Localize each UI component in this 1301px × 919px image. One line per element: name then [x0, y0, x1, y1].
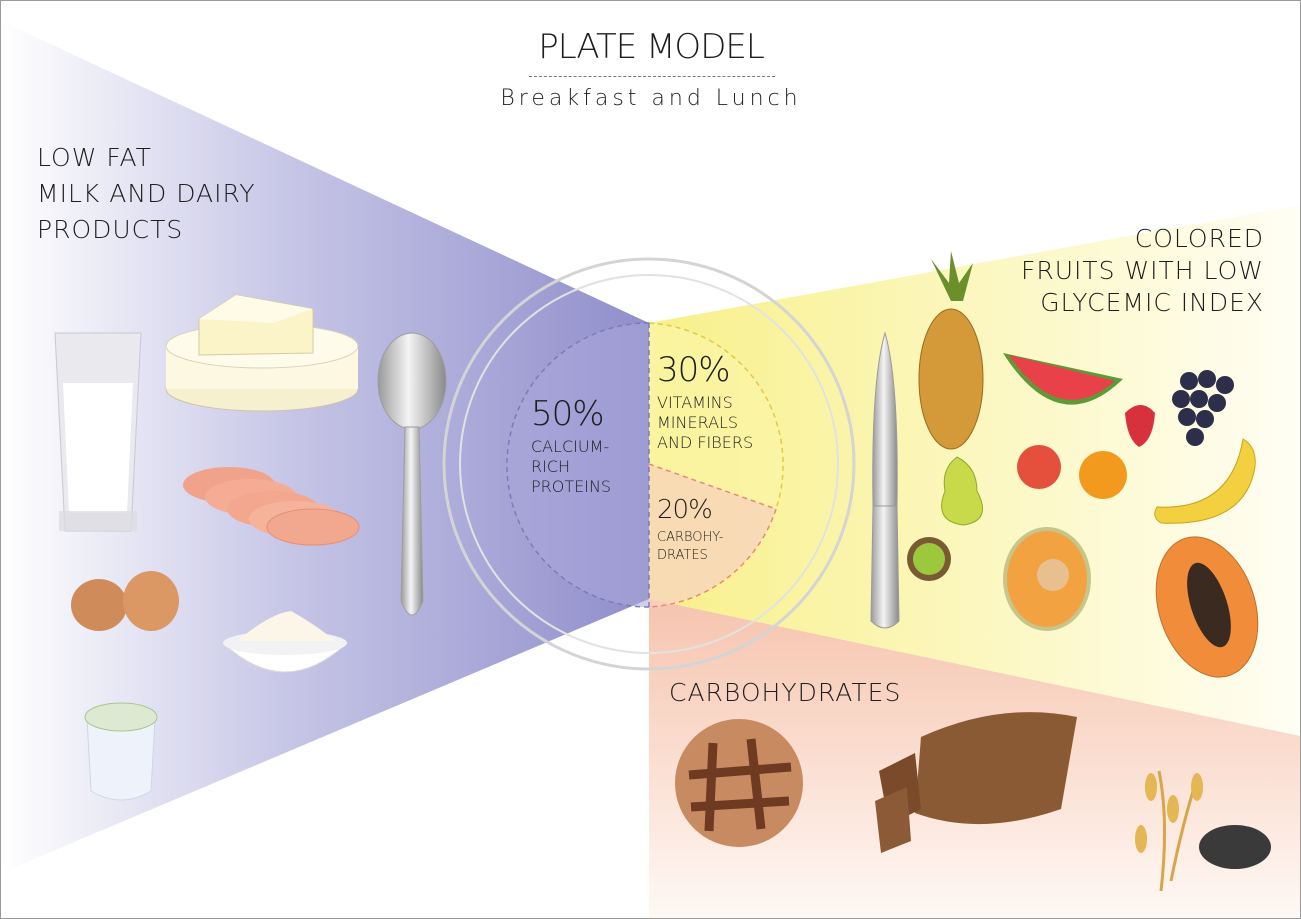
papaya-icon	[1155, 536, 1259, 678]
vitamins-label: VITAMINS MINERALS AND FIBERS	[657, 393, 754, 452]
ham-slices-icon	[183, 467, 360, 546]
seeds-icon	[1199, 825, 1271, 869]
melon-icon	[1003, 527, 1091, 631]
spoon-icon	[377, 332, 447, 616]
dairy-category-label: LOW FAT MILK AND DAIRY PRODUCTS	[37, 143, 256, 244]
proteins-label: CALCIUM- RICH PROTEINS	[531, 437, 612, 496]
bread-roll-icon	[675, 719, 803, 847]
apple-icon	[1017, 445, 1061, 489]
fruit-category-label: COLORED FRUITS WITH LOW GLYCEMIC INDEX	[1020, 224, 1264, 317]
banana-icon	[1154, 438, 1256, 524]
eggs-icon	[71, 571, 179, 631]
knife-icon	[870, 331, 900, 629]
orange-icon	[1079, 451, 1127, 499]
cream-bowl-icon	[221, 611, 349, 673]
grapes-icon	[1172, 370, 1234, 446]
vitamins-percent: 30%	[657, 350, 731, 390]
plate-bottom-right	[649, 464, 776, 607]
page-title: PLATE MODEL	[538, 27, 765, 67]
carbs-label: CARBOHY- DRATES	[657, 530, 724, 563]
page-subtitle: Breakfast and Lunch	[500, 86, 802, 111]
strawberry-icon	[1125, 405, 1155, 447]
plate	[442, 257, 856, 671]
dairy-wedge	[1, 21, 649, 873]
sliced-bread-icon	[875, 712, 1077, 853]
plate-left-half	[507, 323, 649, 607]
yogurt-cup-icon	[84, 702, 158, 801]
proteins-percent: 50%	[531, 394, 605, 434]
carbs-percent: 20%	[657, 495, 713, 525]
milk-glass-icon	[54, 332, 142, 532]
cheese-wheel-icon	[165, 294, 359, 412]
pear-icon	[941, 456, 984, 526]
carb-category-label: CARBOHYDRATES	[669, 678, 902, 707]
oat-stalk-icon	[1135, 770, 1203, 892]
title-divider	[529, 76, 775, 77]
plate-top-right	[649, 323, 784, 509]
pineapple-icon	[918, 251, 984, 450]
watermelon-icon	[1003, 353, 1123, 405]
kiwi-icon	[907, 537, 951, 581]
